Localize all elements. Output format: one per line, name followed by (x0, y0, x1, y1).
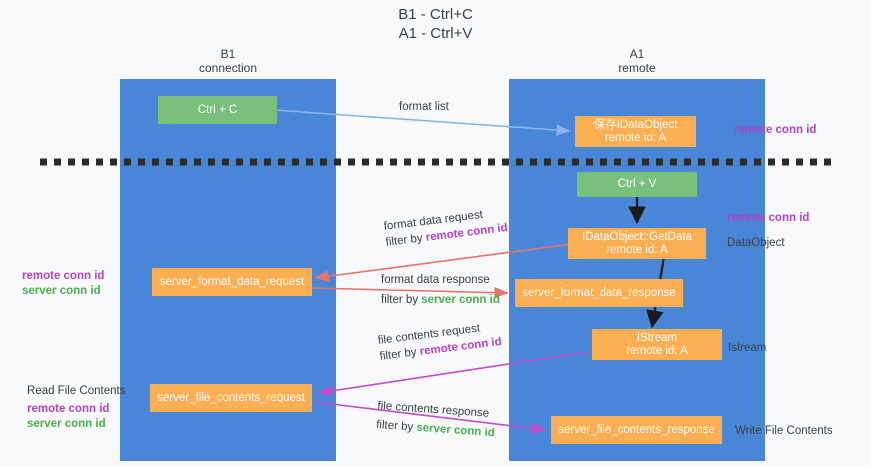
annotation-remote-conn-id-top: remote conn id (734, 124, 817, 136)
box-server-file-contents-request-label: server_file_contents_request (157, 391, 305, 404)
column-header-b1-name: B1 (220, 47, 236, 61)
box-save-dataobject-line2: remote id: A (604, 131, 667, 144)
box-getdata[interactable]: IDataObject::GetData remote id: A (568, 228, 706, 259)
box-getdata-line2: remote id: A (606, 243, 668, 256)
connector-label-file-contents-response-text: file contents response (377, 399, 490, 420)
annotation-left-server-conn-id-file: server conn id (27, 418, 106, 430)
connector-label-format-data-request: format data request filter by remote con… (383, 205, 508, 250)
connector-label-format-data-response-filter-prefix: filter by (381, 294, 422, 306)
connector-label-file-contents-response: file contents response filter by server … (376, 399, 497, 440)
connector-label-format-list: format list (399, 100, 449, 114)
title-line-2: A1 - Ctrl+V (398, 25, 473, 42)
box-server-format-data-response-label: server_format_data_response (522, 286, 676, 299)
column-header-a1-name: A1 (629, 47, 645, 61)
connector-label-format-list-text: format list (399, 101, 449, 113)
box-istream-line2: remote id: A (626, 344, 688, 357)
title-line-1: B1 - Ctrl+C (398, 6, 473, 23)
box-server-format-data-request[interactable]: server_format_data_request (152, 268, 312, 296)
box-ctrl-v[interactable]: Ctrl + V (577, 172, 697, 197)
box-server-file-contents-request[interactable]: server_file_contents_request (150, 384, 312, 412)
annotation-dataobject: DataObject (727, 237, 785, 249)
box-istream[interactable]: IStream remote id: A (592, 329, 722, 360)
box-save-dataobject[interactable]: 保存IDataObject remote id: A (575, 116, 696, 147)
box-ctrl-v-label: Ctrl + V (617, 178, 657, 190)
column-header-b1-role: connection (198, 61, 258, 75)
annotation-istream: Istream (728, 342, 767, 354)
connector-label-format-data-response-text: format data response (381, 274, 490, 286)
box-server-format-data-request-label: server_format_data_request (159, 275, 305, 288)
annotation-write-file-contents: Write File Contents (735, 425, 833, 437)
annotation-read-file-contents: Read File Contents (27, 385, 126, 397)
column-header-a1-role: remote (618, 61, 656, 75)
connector-label-file-contents-response-filter-key: server conn id (415, 421, 496, 440)
box-ctrl-c[interactable]: Ctrl + C (158, 96, 277, 124)
column-header-b1: B1 connection (120, 47, 336, 75)
connector-label-file-contents-request-filter-prefix: filter by (379, 345, 421, 363)
column-header-a1: A1 remote (509, 47, 765, 75)
connector-label-file-contents-request: file contents request filter by remote c… (377, 319, 502, 364)
box-ctrl-c-label: Ctrl + C (197, 103, 238, 116)
connector-label-format-data-request-filter-prefix: filter by (385, 231, 427, 249)
diagram-title: B1 - Ctrl+C A1 - Ctrl+V (0, 5, 871, 43)
box-save-dataobject-line1: 保存IDataObject (593, 118, 678, 131)
annotation-remote-conn-id-mid: remote conn id (727, 212, 810, 224)
annotation-left-remote-conn-id-format: remote conn id (22, 270, 105, 282)
annotation-left-server-conn-id-format: server conn id (22, 285, 101, 297)
connector-label-format-data-response-filter-key: server conn id (421, 294, 500, 306)
box-server-format-data-response[interactable]: server_format_data_response (515, 279, 683, 307)
connector-label-file-contents-response-filter-prefix: filter by (375, 418, 417, 434)
box-server-file-contents-response-label: server_file_contents_response (558, 423, 715, 436)
annotation-left-remote-conn-id-file: remote conn id (27, 403, 110, 415)
box-istream-line1: IStream (636, 331, 678, 344)
box-server-file-contents-response[interactable]: server_file_contents_response (551, 416, 722, 444)
box-getdata-line1: IDataObject::GetData (582, 230, 692, 243)
connector-label-format-data-response: format data response filter by server co… (381, 273, 500, 307)
